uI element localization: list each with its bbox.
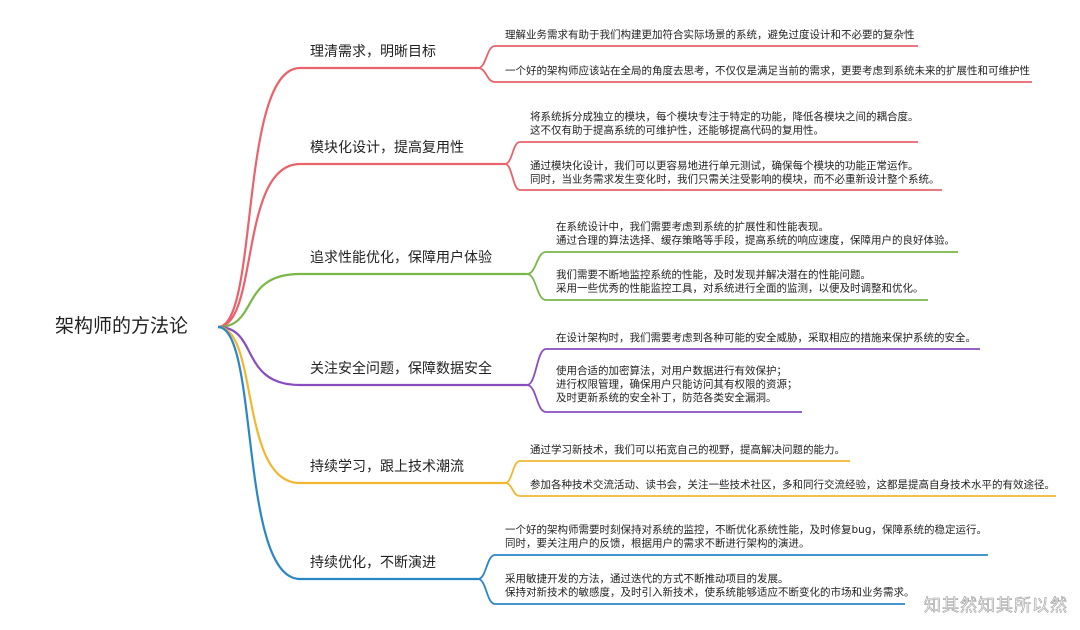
leaf-text-line: 这不仅有助于提高系统的可维护性，还能够提高代码的复用性。 [530,124,824,137]
leaf-text-line: 及时更新系统的安全补丁，防范各类安全漏洞。 [556,391,777,404]
leaf-text-line: 理解业务需求有助于我们构建更加符合实际场景的系统，避免过度设计和不必要的复杂性 [505,28,915,41]
branch-label: 持续学习，跟上技术潮流 [310,458,464,475]
leaf-text-line: 进行权限管理，确保用户只能访问其有权限的资源； [556,378,798,391]
branch-label: 追求性能优化，保障用户体验 [310,249,492,266]
branch-label: 持续优化，不断演进 [310,554,436,571]
leaf-text-line: 保持对新技术的敏感度，及时引入新技术，使系统能够适应不断变化的市场和业务需求。 [505,586,915,599]
branch-nodes: 理清需求，明晰目标 理解业务需求有助于我们构建更加符合实际场景的系统，避免过度设计… [310,28,1055,599]
branch-connector [217,325,301,581]
branch-connector [217,325,301,387]
leaf-connector [477,67,496,83]
branch-connector [217,66,301,329]
leaf-text-line: 在设计架构时，我们需要考虑到各种可能的安全威胁，采取相应的措施来保护系统的安全。 [556,331,976,344]
leaf-text-line: 同时，要关注用户的反馈，根据用户的需求不断进行架构的演进。 [505,537,810,550]
branch-label: 理清需求，明晰目标 [310,44,436,60]
leaf-connector [477,578,496,605]
branch-connector [217,272,301,329]
leaf-text-line: 一个好的架构师需要时刻保持对系统的监控，不断优化系统性能，及时修复bug，保障系… [505,523,987,536]
leaf-connector [526,384,547,413]
leaf-text-line: 参加各种技术交流活动、读书会，关注一些技术社区，多和同行交流经验，这都是提高自身… [530,478,1055,491]
leaf-connector [504,141,521,165]
leaf-connector [526,348,547,386]
leaf-connector [504,460,521,484]
leaf-text-line: 使用合适的加密算法，对用户数据进行有效保护； [556,364,787,377]
leaf-text-line: 同时，当业务需求发生变化时，我们只需关注受影响的模块，而不必重新设计整个系统。 [530,173,940,186]
leaf-connector [526,273,547,301]
leaf-text-line: 通过模块化设计，我们可以更容易地进行单元测试，确保每个模块的功能正常运作。 [530,159,919,172]
branch-label: 模块化设计，提高复用性 [310,139,464,156]
connector-lines [217,45,1056,605]
branch-connector [217,162,301,329]
leaf-connector [504,482,521,497]
leaf-text-line: 将系统拆分成独立的模块，每个模块专注于特定的功能，降低各模块之间的耦合度。 [530,110,919,123]
leaf-connector [477,554,496,580]
leaf-text-line: 在系统设计中，我们需要考虑到系统的扩展性和性能表现。 [556,220,829,233]
root-node-label: 架构师的方法论 [55,315,188,337]
branch-connector [217,325,301,485]
leaf-connector [526,251,547,275]
leaf-text-line: 一个好的架构师应该站在全局的角度去思考，不仅仅是满足当前的需求，更要考虑到系统未… [505,64,1030,77]
watermark: 知其然知其所以然 [924,596,1068,616]
leaf-text-line: 通过学习新技术，我们可以拓宽自己的视野，提高解决问题的能力。 [530,443,845,456]
leaf-text-line: 我们需要不断地监控系统的性能，及时发现并解决潜在的性能问题。 [556,268,871,281]
branch-label: 关注安全问题，保障数据安全 [310,360,492,377]
leaf-connector [477,45,496,69]
leaf-text-line: 采用一些优秀的性能监控工具，对系统进行全面的监测，以便及时调整和优化。 [556,282,924,295]
leaf-text-line: 通过合理的算法选择、缓存策略等手段，提高系统的响应速度，保障用户的良好体验。 [556,234,955,247]
leaf-text-line: 采用敏捷开发的方法，通过迭代的方式不断推动项目的发展。 [505,572,789,585]
leaf-connector [504,163,521,191]
